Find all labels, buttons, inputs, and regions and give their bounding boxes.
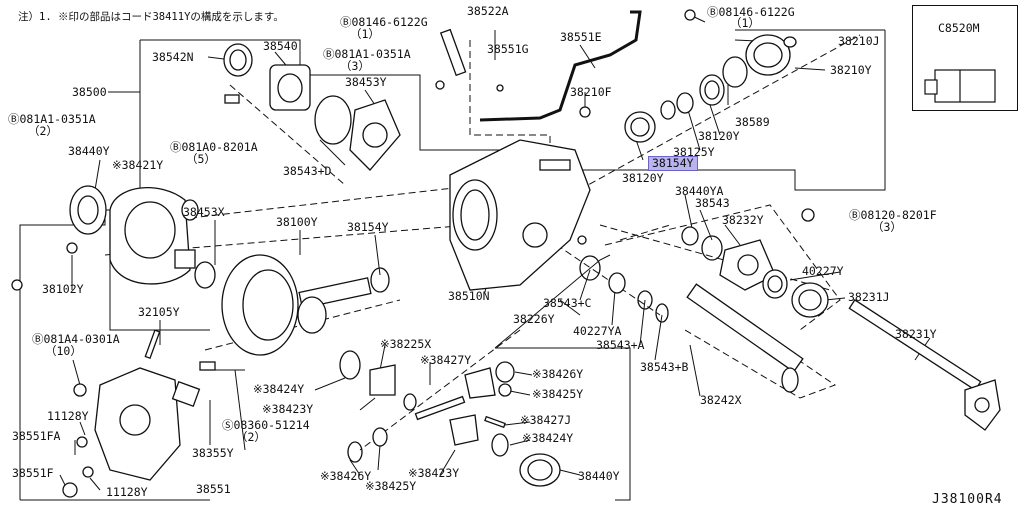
part-label: Ⓑ081A4-0301A	[32, 332, 120, 346]
diagram-reference: J38100R4	[932, 492, 1003, 507]
part-label: ※38426Y	[320, 469, 372, 483]
part-label: （1）	[350, 27, 380, 41]
part-label: （3）	[340, 59, 370, 73]
part-label: 38453X	[183, 205, 225, 219]
part-label: Ⓢ08360-51214	[222, 418, 310, 432]
part-label: ※38423Y	[262, 402, 314, 416]
part-label: 38543+A	[596, 338, 645, 352]
shaft-38231y	[848, 299, 982, 391]
part-label: 38231Y	[895, 327, 937, 341]
part-label: （5）	[186, 152, 216, 166]
part-label: （3）	[872, 220, 902, 234]
part-label-highlighted[interactable]: 38154Y	[648, 156, 698, 171]
part-label: 38543+D	[283, 164, 332, 178]
part-label: Ⓑ08120-8201F	[849, 208, 937, 222]
part-label: （2）	[236, 430, 266, 444]
part-label: 38210J	[838, 34, 880, 48]
part-label: 38210F	[570, 85, 612, 99]
part-label: 38522A	[467, 4, 509, 18]
oring-38543d	[314, 95, 352, 145]
part-label: ※38421Y	[112, 158, 164, 172]
part-label: 38589	[735, 115, 770, 129]
part-label: 38543+B	[640, 360, 689, 374]
part-label: 38355Y	[192, 446, 234, 460]
part-label: 38120Y	[698, 129, 740, 143]
breather-hose	[439, 28, 467, 77]
part-label: 38551	[196, 482, 231, 496]
part-label: ※38427J	[520, 413, 572, 427]
part-label: ※38427Y	[420, 353, 472, 367]
part-label: 38543+C	[543, 296, 592, 310]
part-label: Ⓑ081A0-8201A	[170, 140, 258, 154]
part-label: 38125Y	[673, 145, 715, 159]
part-label: 38210Y	[830, 63, 872, 77]
part-label: 38510N	[448, 289, 490, 303]
part-label: 11128Y	[47, 409, 89, 423]
part-label: （10）	[45, 344, 82, 358]
part-label: ※38424Y	[253, 382, 305, 396]
part-label: 38440Y	[68, 144, 110, 158]
inset-box	[912, 5, 1018, 111]
part-label: 40227Y	[802, 264, 844, 278]
part-label: Ⓑ08146-6122G	[707, 5, 795, 19]
footnote: 注）1. ※印の部品はコード38411Yの構成を示します。	[18, 11, 284, 23]
part-label: （1）	[730, 16, 760, 30]
assembly-outline	[140, 39, 505, 151]
part-label: 38154Y	[347, 220, 389, 234]
part-label: Ⓑ081A1-0351A	[8, 112, 96, 126]
part-label: 38551G	[487, 42, 529, 56]
part-label: ※38425Y	[365, 479, 417, 493]
part-label: 38551FA	[12, 429, 61, 443]
part-label: 38102Y	[42, 282, 84, 296]
part-label: ※38426Y	[532, 367, 584, 381]
part-label: Ⓑ081A1-0351A	[323, 47, 411, 61]
part-label: Ⓑ08146-6122G	[340, 15, 428, 29]
part-label: ※38425Y	[532, 387, 584, 401]
part-label: 38540	[263, 39, 298, 53]
part-label: 38440Y	[578, 469, 620, 483]
part-label: 38551E	[560, 30, 602, 44]
part-label: 32105Y	[138, 305, 180, 319]
part-label: 38440YA	[675, 184, 724, 198]
part-label: 40227YA	[573, 324, 622, 338]
tube-c8520m	[934, 69, 996, 103]
part-label: 38226Y	[513, 312, 555, 326]
inset-part-label: C8520M	[938, 21, 980, 35]
breather-pipe	[479, 10, 642, 122]
part-label: 38232Y	[722, 213, 764, 227]
part-label: 38242X	[700, 393, 742, 407]
part-label: ※38225X	[380, 337, 432, 351]
part-label: 38231J	[848, 290, 890, 304]
part-label: 38543	[695, 196, 730, 210]
gear-38423y	[369, 364, 396, 396]
shaft-38242x	[686, 283, 804, 373]
part-label: 38500	[72, 85, 107, 99]
part-label: ※38423Y	[408, 466, 460, 480]
part-label: 38551F	[12, 466, 54, 480]
part-label: 38100Y	[276, 215, 318, 229]
gear-38423y-b	[449, 414, 479, 446]
part-label: 11128Y	[106, 485, 148, 499]
part-label: （2）	[28, 124, 58, 138]
part-label: 38120Y	[622, 171, 664, 185]
part-label: ※38424Y	[522, 431, 574, 445]
part-label: 38453Y	[345, 75, 387, 89]
part-label: 38542N	[152, 50, 194, 64]
housing-38510n	[449, 139, 591, 291]
